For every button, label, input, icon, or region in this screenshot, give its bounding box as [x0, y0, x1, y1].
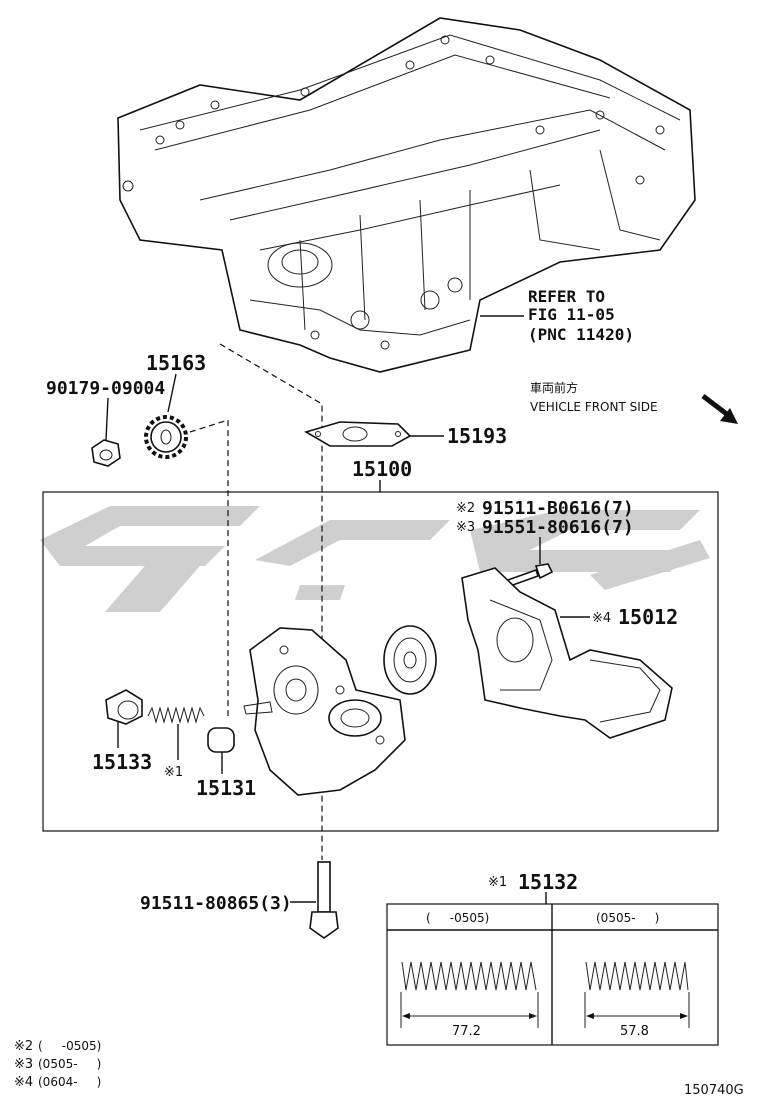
refer-note-line1: REFER TO	[528, 287, 605, 306]
label-91511-80865: 91511-80865(3)	[140, 893, 292, 914]
footnote-3-mark: ※3	[14, 1057, 33, 1072]
label-15133: 15133	[92, 750, 152, 774]
pump-rotor	[383, 625, 437, 695]
footnote-2-mark: ※2	[14, 1039, 33, 1054]
plug-15133	[105, 689, 143, 725]
oil-pan-illustration	[117, 17, 696, 373]
table-col2-header: (0505- )	[596, 911, 659, 925]
table-col2-length: 57.8	[620, 1024, 649, 1039]
nut-90179	[91, 439, 121, 467]
sprocket-15163	[144, 415, 188, 459]
label-15012: 15012	[618, 605, 678, 629]
leader-90179	[105, 397, 109, 441]
front-direction-arrow-icon	[701, 394, 738, 424]
spring-short-drawing	[584, 961, 690, 1028]
main-bolt	[309, 861, 339, 939]
sprocket-guide-line	[189, 419, 229, 716]
footnote-3-text: (0505- )	[38, 1057, 101, 1071]
label-15163: 15163	[146, 351, 206, 375]
label-15131: 15131	[196, 776, 256, 800]
label-15100: 15100	[352, 457, 412, 481]
assembly-box-15100	[42, 491, 719, 832]
relief-spring	[147, 706, 205, 724]
label-90179-09004: 90179-09004	[46, 378, 165, 399]
oil-pump-body	[243, 627, 406, 796]
mark-4: ※4	[592, 611, 611, 626]
label-91551-80616: 91551-80616(7)	[482, 517, 634, 538]
footnote-4-mark: ※4	[14, 1075, 33, 1090]
table-col1-header: ( -0505)	[426, 911, 489, 925]
spring-long-drawing	[400, 961, 539, 1028]
mark-1-spring: ※1	[164, 765, 183, 780]
table-mark-1: ※1	[488, 875, 507, 890]
strainer-15012	[461, 567, 673, 739]
footnote-2-text: ( -0505)	[38, 1039, 101, 1053]
watermark-logo	[40, 506, 710, 612]
gasket-15193	[303, 421, 412, 447]
vehicle-front-en: VEHICLE FRONT SIDE	[530, 400, 658, 414]
footnote-4-text: (0604- )	[38, 1075, 101, 1089]
refer-note-line2: FIG 11-05	[528, 305, 615, 324]
label-91511-b0616: 91511-B0616(7)	[482, 498, 634, 519]
table-part-15132: 15132	[518, 870, 578, 894]
refer-note-line3: (PNC 11420)	[528, 325, 634, 344]
vehicle-front-jp: 車両前方	[530, 380, 578, 395]
valve-15131	[207, 727, 235, 753]
figure-id: 150740G	[684, 1083, 744, 1098]
table-col1-length: 77.2	[452, 1024, 481, 1039]
mark-3: ※3	[456, 520, 475, 535]
leader-15163	[167, 373, 177, 413]
label-15193: 15193	[447, 424, 507, 448]
mark-2: ※2	[456, 501, 475, 516]
